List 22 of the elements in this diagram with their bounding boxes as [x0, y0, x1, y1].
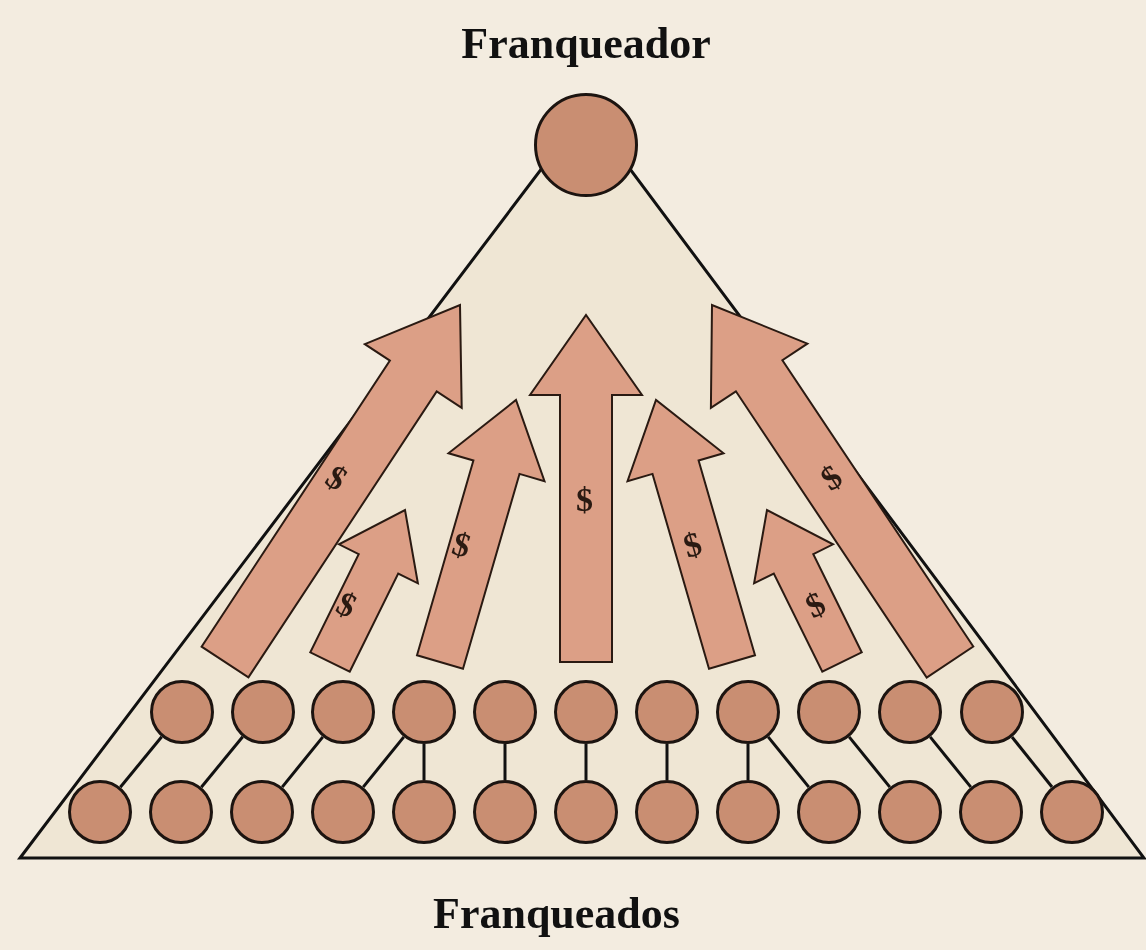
connector-line: [200, 735, 244, 789]
connector-line: [665, 744, 669, 780]
connector-line: [847, 735, 892, 789]
group-heading: Franqueados: [433, 892, 680, 936]
connector-line: [928, 735, 973, 789]
connector-line: [766, 735, 811, 789]
connector-line: [1010, 736, 1054, 788]
dollar-sign: $: [679, 526, 706, 564]
dollar-sign: $: [320, 459, 353, 497]
connector-line: [422, 744, 426, 780]
node-heading: Franqueador: [460, 22, 712, 66]
dollar-sign: $: [331, 586, 362, 624]
connector-line: [746, 744, 750, 780]
dollar-sign: $: [800, 586, 831, 624]
connector-line: [584, 744, 588, 780]
dollar-sign: $: [576, 483, 593, 517]
connector-line: [361, 735, 406, 789]
connector-line: [119, 735, 163, 789]
connector-line: [280, 735, 325, 789]
dollar-sign: $: [815, 459, 848, 497]
connector-line: [503, 744, 507, 780]
dollar-sign: $: [448, 526, 475, 564]
